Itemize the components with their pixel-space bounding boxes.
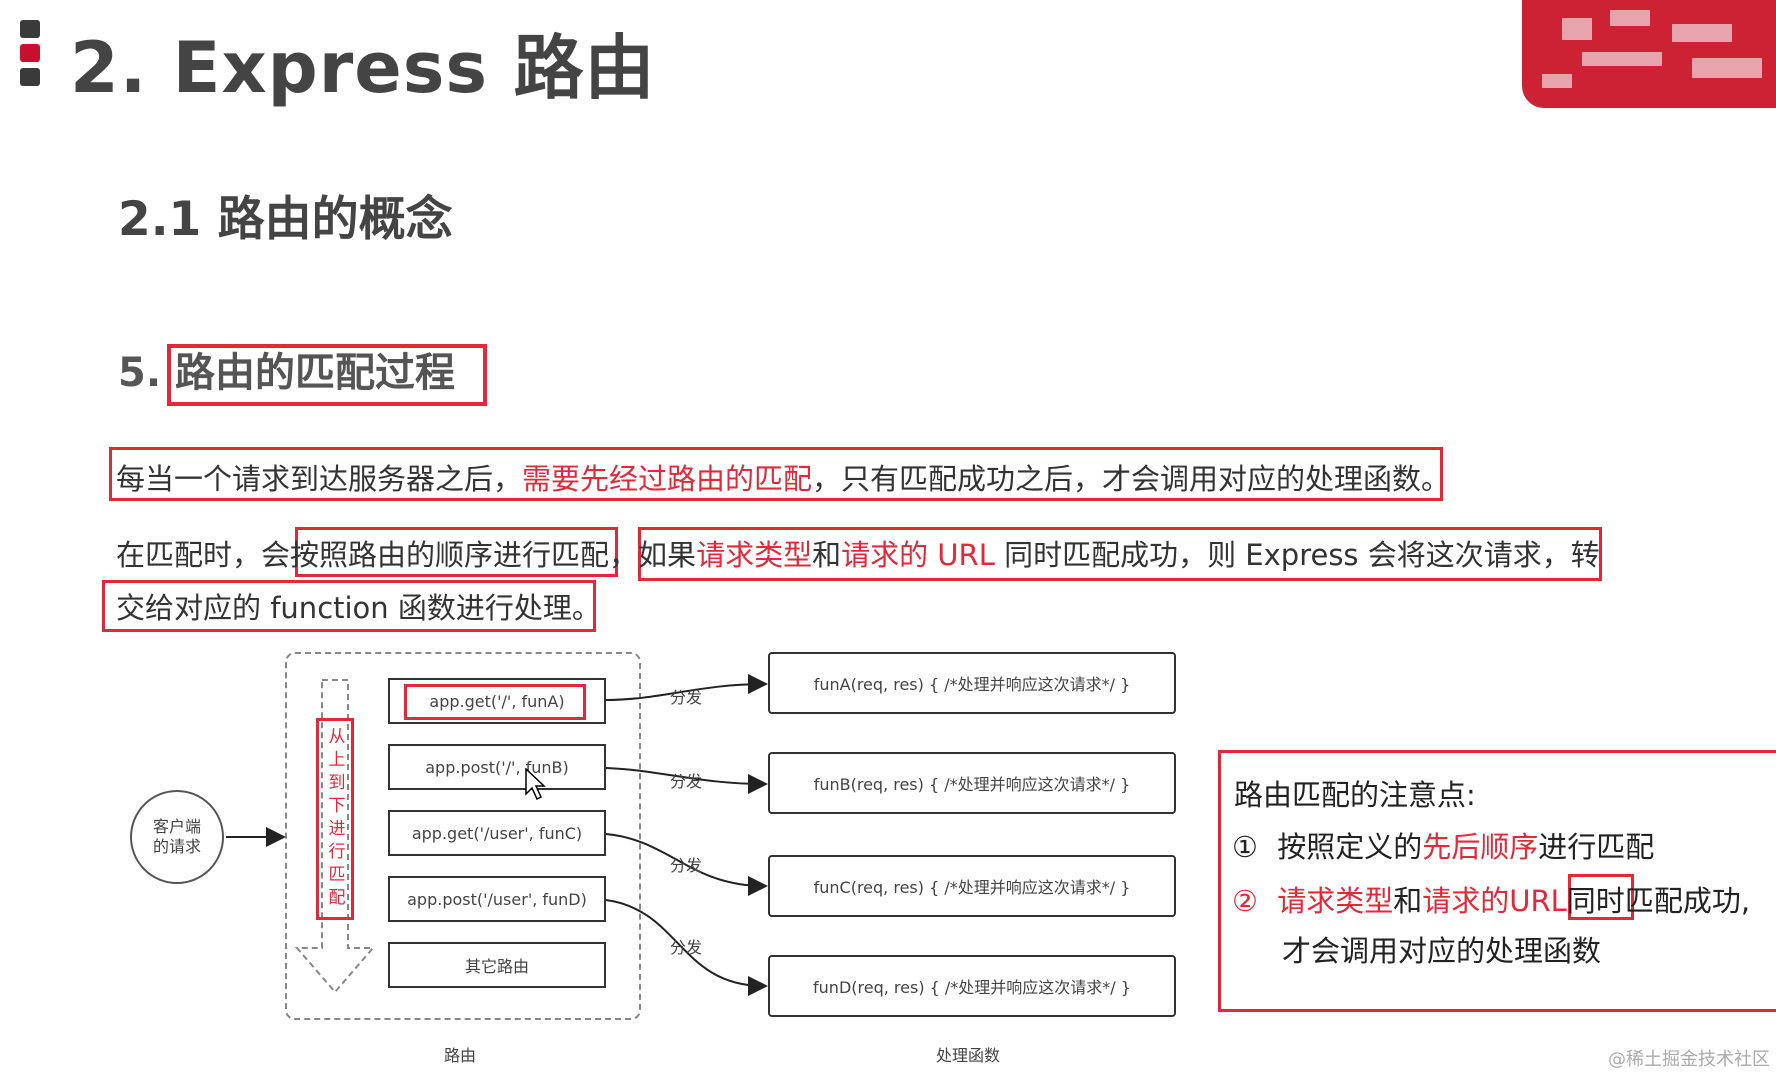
dispatch-label: 分发: [670, 856, 703, 875]
route-label: app.get('/user', funC): [411, 823, 583, 843]
note-2-text-e: 匹配成功,: [1624, 884, 1751, 918]
notes-box: [1218, 750, 1776, 1012]
client-label: 客户端的请求: [152, 817, 201, 856]
route-box: app.post('/', funB): [388, 744, 606, 790]
function-highlight-box: [102, 580, 596, 632]
item-heading: 5.路由的匹配过程: [118, 340, 488, 406]
dispatch-curve-d: [605, 899, 768, 996]
mouse-cursor-icon: [525, 768, 546, 801]
p2-text-5: 请求类型: [696, 538, 813, 572]
order-highlight-box: [295, 527, 618, 577]
p2-text-1: 在匹配时，会: [116, 538, 291, 572]
route-label: app.post('/', funB): [425, 757, 569, 777]
dispatch-curve-c: [605, 833, 768, 896]
p2-text-3: ，: [609, 538, 639, 572]
handlers-caption: 处理函数: [936, 1046, 1001, 1065]
paragraph2-line2: 交给对应的 function 函数进行处理。: [116, 591, 601, 625]
handler-box: funA(req, res) { /*处理并响应这次请求*/ }: [768, 652, 1176, 714]
handler-box: funB(req, res) { /*处理并响应这次请求*/ }: [768, 752, 1176, 814]
handler-label: funA(req, res) { /*处理并响应这次请求*/ }: [813, 675, 1131, 694]
handler-label: funB(req, res) { /*处理并响应这次请求*/ }: [813, 775, 1131, 794]
dispatch-curve-a: [605, 674, 768, 701]
note-1-text-c: 进行匹配: [1538, 830, 1655, 864]
note-2-number: ②: [1232, 884, 1258, 918]
brand-logo: [1522, 0, 1776, 108]
p2-text-8: 同时匹配成功，则 Express 会将这次请求，转: [994, 538, 1600, 572]
note-item-2-line2: 才会调用对应的处理函数: [1282, 934, 1602, 968]
paragraph2-line1: 在匹配时，会按照路由的顺序进行匹配，如果请求类型和请求的 URL 同时匹配成功，…: [116, 532, 1600, 574]
dispatch-curve-b: [605, 767, 768, 794]
note-2-text-d: 同时: [1566, 884, 1625, 918]
routes-dashed-container: [285, 652, 641, 1020]
page-title: 2. Express 路由: [70, 27, 656, 109]
title-bullet-icon: [20, 20, 40, 90]
order-label-text: 从上到下进行匹配: [324, 727, 345, 911]
route-label: app.post('/user', funD): [407, 889, 587, 909]
same-time-highlight-box: [1568, 874, 1634, 920]
item-number: 5.: [118, 350, 162, 396]
handler-box: funC(req, res) { /*处理并响应这次请求*/ }: [768, 855, 1176, 917]
p2-text-6: 和: [812, 538, 842, 572]
paragraph1: 每当一个请求到达服务器之后，需要先经过路由的匹配，只有匹配成功之后，才会调用对应…: [116, 456, 1450, 498]
note-2-text-a: 请求类型: [1277, 884, 1394, 918]
dispatch-label: 分发: [670, 938, 703, 957]
paragraph1-highlight-box: [109, 447, 1443, 501]
note-item-2: ② 请求类型和请求的URL同时匹配成功,: [1232, 878, 1750, 920]
order-vertical-label: 从上到下进行匹配: [316, 718, 354, 920]
route-box: 其它路由: [388, 942, 606, 988]
watermark: @稀土掘金技术社区: [1608, 1049, 1770, 1070]
note-2-text-c: 请求的URL: [1422, 884, 1567, 918]
route-box: app.get('/user', funC): [388, 810, 606, 856]
notes-title: 路由匹配的注意点:: [1234, 778, 1476, 812]
route-a-highlight-box: [404, 684, 586, 720]
paragraph1-text-b: 需要先经过路由的匹配: [522, 462, 813, 496]
item-title: 路由的匹配过程: [167, 344, 488, 406]
handler-label: funD(req, res) { /*处理并响应这次请求*/ }: [813, 978, 1131, 997]
condition-highlight-box: [638, 527, 1602, 581]
handler-box: funD(req, res) { /*处理并响应这次请求*/ }: [768, 955, 1176, 1017]
p2-text-7: 请求的 URL: [841, 538, 995, 572]
paragraph1-text-a: 每当一个请求到达服务器之后，: [116, 462, 523, 496]
note-1-text-a: 按照定义的: [1277, 830, 1423, 864]
handler-label: funC(req, res) { /*处理并响应这次请求*/ }: [813, 878, 1131, 897]
down-arrow-icon: [294, 679, 376, 994]
client-request-node: 客户端的请求: [130, 790, 224, 884]
routes-caption: 路由: [444, 1046, 477, 1065]
paragraph1-text-c: ，只有匹配成功之后，才会调用对应的处理函数。: [812, 462, 1451, 496]
route-label: 其它路由: [464, 957, 529, 976]
p2-text-2: 按照路由的顺序进行匹配: [290, 538, 610, 572]
section-title: 2.1 路由的概念: [118, 192, 453, 247]
note-1-text-b: 先后顺序: [1422, 830, 1539, 864]
dispatch-label: 分发: [670, 688, 703, 707]
p2-text-4: 如果: [638, 538, 697, 572]
note-item-1: ① 按照定义的先后顺序进行匹配: [1232, 824, 1654, 866]
dispatch-label: 分发: [670, 772, 703, 791]
route-label: app.get('/', funA): [429, 691, 565, 711]
note-1-number: ①: [1232, 830, 1258, 864]
route-box: app.post('/user', funD): [388, 876, 606, 922]
note-2-text-b: 和: [1393, 884, 1423, 918]
